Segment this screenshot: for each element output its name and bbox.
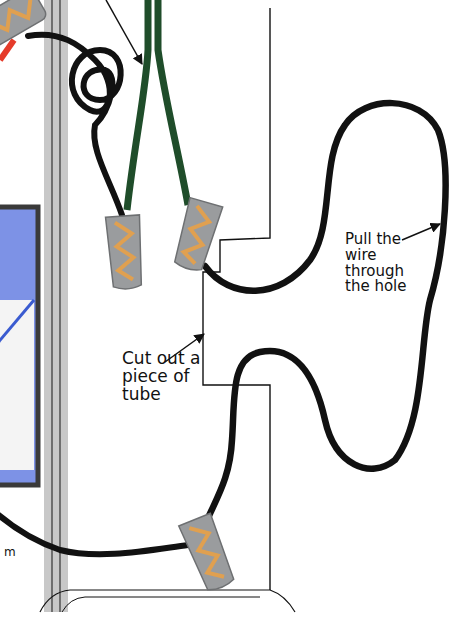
- wire-nut: [179, 513, 238, 593]
- wire-nut-body: [171, 198, 223, 274]
- pipe-edge: [51, 0, 52, 612]
- wire-nut-body: [0, 0, 48, 49]
- leader-arrow: [402, 224, 440, 240]
- wire-nut: [106, 215, 145, 290]
- twisted-wire: [0, 0, 39, 36]
- annotation-text: m: [4, 546, 34, 559]
- wire-nut-body: [106, 215, 145, 290]
- panel-box: [0, 207, 38, 485]
- tube-base: [62, 597, 260, 612]
- black-wire: [28, 35, 122, 215]
- panel-stroke: [0, 300, 34, 345]
- green-wire: [127, 0, 148, 210]
- annotation-text: Cut out a piece of tube: [122, 350, 208, 404]
- wire-nut: [0, 0, 48, 49]
- pipe-edge: [59, 0, 60, 612]
- panel-paper: [0, 300, 34, 470]
- twisted-wire: [189, 522, 226, 582]
- green-wire: [158, 0, 188, 205]
- black-wire-loop: [205, 103, 446, 525]
- black-wire: [0, 512, 188, 554]
- twisted-wire: [115, 222, 135, 281]
- twisted-wire: [182, 206, 213, 264]
- tube-base: [40, 590, 295, 612]
- wire-nut-body: [179, 513, 238, 593]
- annotation-text: Pull the wire through the hole: [345, 232, 417, 295]
- vertical-pipe: [44, 0, 68, 612]
- wire-nut: [171, 198, 223, 274]
